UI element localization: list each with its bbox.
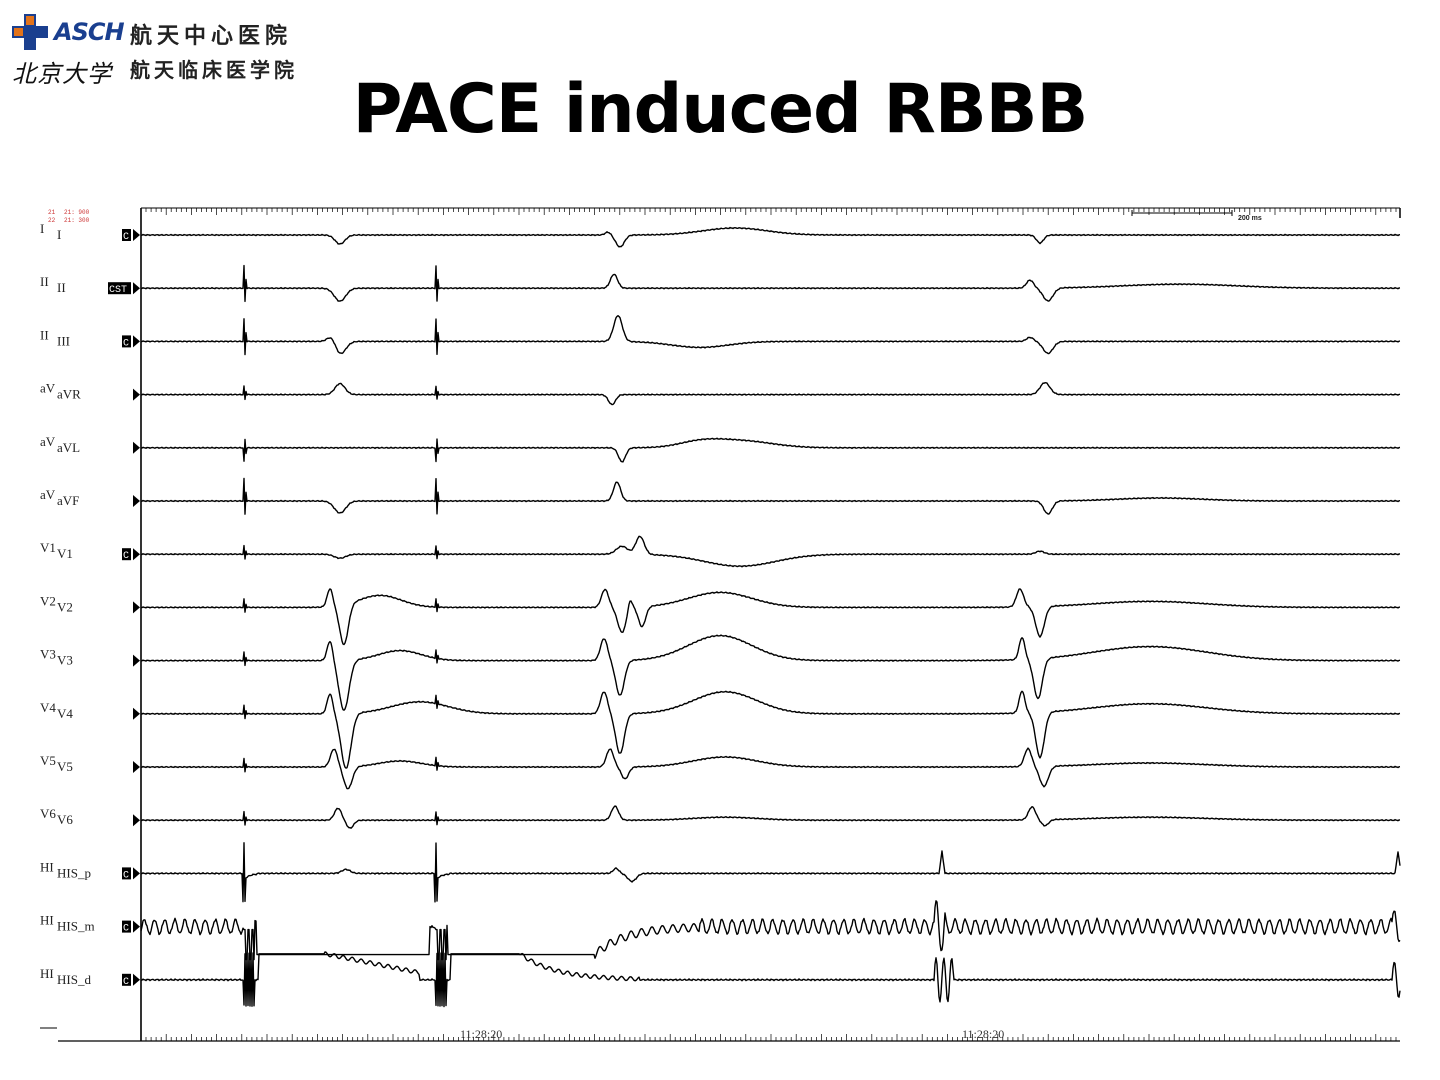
lead-trace [140,264,1401,303]
lead-trace [140,842,1401,903]
logo-university-name: 北京大学 [12,60,112,88]
lead-mode-tag: CST [109,285,127,296]
lead-label-short: V4 [40,700,56,715]
lead-label-short: HI [40,913,54,928]
lead-label-name: II [57,280,66,295]
logo-hospital-name: 航天中心医院 [130,24,293,49]
time-stamp: 11:28:20 [962,1027,1004,1041]
lead-trace [140,690,1401,769]
channel-marker-icon [133,282,140,295]
lead-trace [140,588,1401,646]
lead-label-short: V5 [40,753,56,768]
asch-cross-icon [12,14,48,50]
channel-marker-icon [133,335,140,348]
lead-mode-tag: C [123,551,129,562]
lead-mode-tag-box [122,335,131,348]
lead-label-name: V4 [57,706,73,721]
lead-trace [140,805,1401,829]
lead-label-short: aV [40,381,56,396]
lead-label-name: aVR [57,387,81,402]
lead-trace [140,226,1401,248]
gain-value-label: 21: 300 [64,217,90,224]
lead-trace [140,315,1401,356]
lead-label-short: II [40,274,49,289]
lead-label-name: V3 [57,653,73,668]
lead-mode-tag-box [122,867,131,880]
lead-mode-tag-box [122,548,131,561]
channel-marker-icon [133,814,140,827]
channel-marker-icon [133,707,140,720]
lead-label-name: HIS_m [57,919,95,934]
lead-trace [140,382,1401,406]
lead-mode-tag: C [123,870,129,881]
gain-channel-label: 22 [48,217,56,224]
logo-brand: ASCH [54,18,125,46]
channel-marker-icon [133,495,140,507]
lead-label-short: V1 [40,540,56,555]
channel-marker-icon [133,761,140,773]
lead-trace [140,747,1401,790]
channel-marker-icon [133,654,140,667]
lead-label-short: aV [40,487,56,502]
gain-channel-label: 21 [48,209,56,216]
lead-traces [140,226,1401,1008]
channel-marker-icon [133,548,140,561]
lead-trace [140,951,1401,1008]
channel-marker-icon [133,601,140,614]
lead-label-name: I [57,227,61,242]
gain-value-label: 21: 900 [64,209,90,216]
channel-marker-icon [133,973,140,986]
lead-mode-tag: C [123,232,129,243]
lead-label-short: V3 [40,647,56,662]
lead-label-name: HIS_d [57,972,91,987]
lead-trace [140,437,1401,463]
time-ruler [140,208,1397,1041]
lead-mode-tag-box [122,973,131,986]
lead-label-name: V2 [57,599,73,614]
lead-label-short: I [40,221,44,236]
lead-trace [140,477,1401,515]
lead-mode-tag-box [122,229,131,241]
lead-label-name: V1 [57,546,73,561]
lead-label-name: aVL [57,440,80,455]
lead-mode-tag: C [123,977,129,988]
scale-bar-label: 200 ms [1238,215,1262,222]
lead-trace [140,535,1401,568]
channel-marker-icon [133,920,140,933]
lead-label-name: III [57,333,70,348]
lead-label-name: V6 [57,812,73,827]
time-stamp: 11:28:20 [460,1027,502,1041]
channel-marker-icon [133,867,140,880]
channel-marker-icon [133,229,140,241]
slide-title: PACE induced RBBB [352,70,1089,149]
channel-marker-icon [133,441,140,454]
scale-bar [1131,210,1233,216]
lead-label-short: HI [40,859,54,874]
lead-mode-tag: C [123,338,129,349]
lead-label-short: V6 [40,806,56,821]
lead-mode-tag: C [123,924,129,935]
lead-label-short: V2 [40,593,56,608]
lead-label-short: aV [40,434,56,449]
lead-trace [140,634,1401,711]
lead-mode-tag-box [122,920,131,933]
lead-mode-tag-box [108,282,131,295]
logo-clinical-college: 航天临床医学院 [130,58,298,82]
lead-label-short: II [40,327,49,342]
recording-frame [40,207,1401,1042]
lead-trace [140,900,1401,961]
hospital-logo: ASCH 航天中心医院 北京大学 航天临床医学院 [8,10,318,88]
lead-label-name: aVF [57,493,79,508]
lead-label-short: HI [40,966,54,981]
channel-marker-icon [133,388,140,401]
lead-label-name: V5 [57,759,73,774]
lead-label-name: HIS_p [57,865,91,880]
